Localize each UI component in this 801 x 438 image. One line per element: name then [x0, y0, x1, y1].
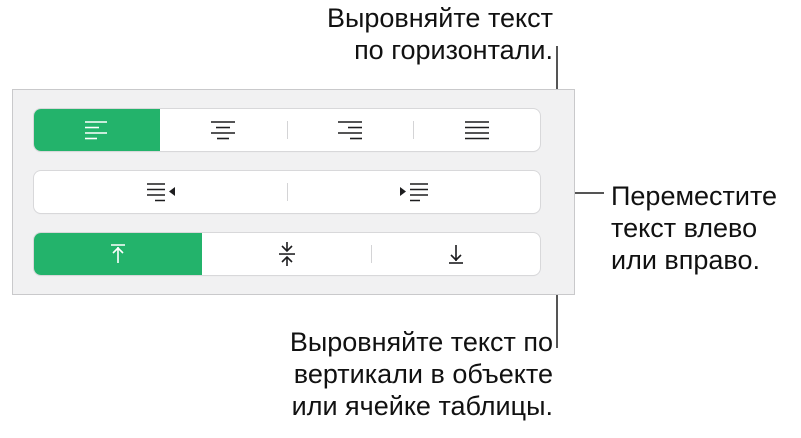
increase-indent-button[interactable]	[287, 171, 540, 213]
text-alignment-panel	[12, 89, 575, 295]
leader-line-horizontal	[556, 46, 558, 130]
align-center-icon	[211, 121, 236, 140]
align-bottom-button[interactable]	[371, 233, 540, 275]
callout-line: или ячейке таблицы.	[291, 391, 553, 421]
align-top-icon	[111, 244, 125, 263]
horizontal-alignment-control	[34, 109, 540, 151]
callout-vertical-alignment: Выровняйте текст по вертикали в объекте …	[290, 326, 553, 422]
callout-line: по горизонтали.	[354, 35, 553, 65]
align-justify-button[interactable]	[413, 109, 540, 151]
decrease-indent-button[interactable]	[34, 171, 287, 213]
callout-line: или вправо.	[611, 245, 760, 275]
decrease-indent-icon	[146, 183, 175, 202]
align-left-icon	[85, 121, 107, 140]
vertical-alignment-control	[34, 233, 540, 275]
align-top-button[interactable]	[34, 233, 202, 275]
increase-indent-icon	[399, 183, 428, 202]
callout-horizontal-alignment: Выровняйте текст по горизонтали.	[327, 2, 553, 66]
callout-indentation: Переместите текст влево или вправо.	[611, 180, 777, 276]
callout-line: Выровняйте текст по	[289, 327, 553, 357]
leader-line-vertical	[556, 254, 558, 348]
align-right-icon	[338, 121, 362, 140]
align-justify-icon	[464, 121, 489, 140]
align-middle-icon	[278, 242, 295, 266]
align-middle-button[interactable]	[202, 233, 371, 275]
align-center-button[interactable]	[160, 109, 287, 151]
indentation-control	[34, 171, 540, 213]
callout-line: вертикали в объекте	[293, 359, 553, 389]
callout-line: Переместите	[611, 181, 778, 211]
align-bottom-icon	[448, 245, 463, 264]
align-left-button[interactable]	[34, 109, 160, 151]
align-right-button[interactable]	[286, 109, 414, 151]
callout-line: Выровняйте текст	[326, 3, 553, 33]
callout-line: текст влево	[611, 213, 758, 243]
